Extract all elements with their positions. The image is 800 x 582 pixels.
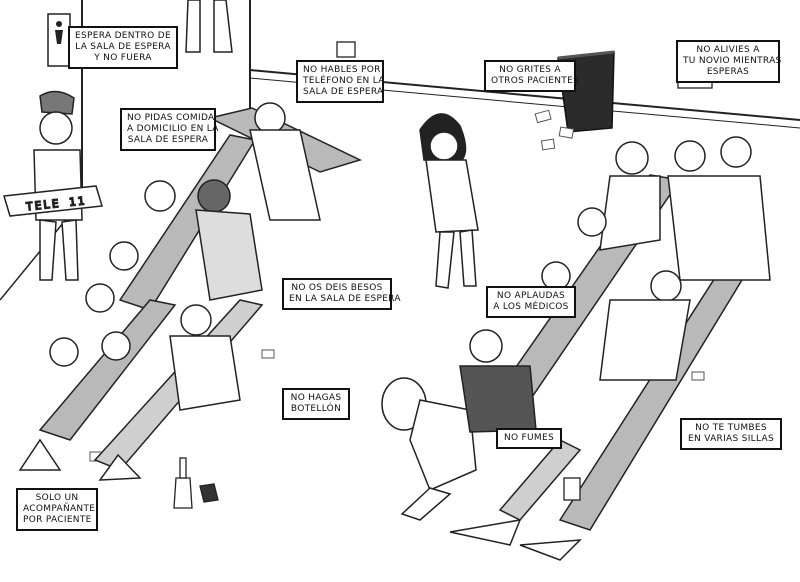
doctor-figure bbox=[419, 113, 479, 289]
waiting-patients bbox=[49, 102, 771, 433]
caption-no-smoking: NO FUMES bbox=[496, 428, 562, 449]
power-outlet-icon bbox=[336, 41, 356, 58]
standing-legs bbox=[185, 0, 233, 53]
caption-wait-inside: ESPERA DENTRO DE LA SALA DE ESPERA Y NO … bbox=[68, 26, 178, 69]
caption-no-comfort: NO ALIVIES A TU NOVIO MIENTRAS ESPERAS bbox=[676, 40, 781, 83]
bottles bbox=[173, 457, 219, 509]
cigarette-pack-icon bbox=[563, 477, 581, 501]
caption-no-drinking: NO HAGAS BOTELLÓN bbox=[282, 388, 350, 420]
restroom-sign-icon bbox=[47, 13, 71, 67]
caption-no-shouting: NO GRITES A OTROS PACIENTES bbox=[484, 60, 579, 92]
caption-no-kissing: NO OS DEIS BESOS EN LA SALA DE ESPERA bbox=[282, 278, 401, 310]
caption-no-applause: NO APLAUDAS A LOS MÉDICOS bbox=[486, 286, 576, 318]
caption-one-companion: SOLO UN ACOMPAÑANTE POR PACIENTE bbox=[16, 488, 98, 531]
caption-no-phone: NO HABLES POR TELÉFONO EN LA SALA DE ESP… bbox=[296, 60, 384, 103]
caption-no-food-delivery: NO PIDAS COMIDA A DOMICILIO EN LA SALA D… bbox=[120, 108, 218, 151]
caption-no-lying: NO TE TUMBES EN VARIAS SILLAS bbox=[680, 418, 782, 450]
floor-papers bbox=[89, 109, 705, 462]
delivery-man-figure: TELE 11 bbox=[3, 90, 103, 281]
bald-man-figure bbox=[381, 377, 477, 521]
